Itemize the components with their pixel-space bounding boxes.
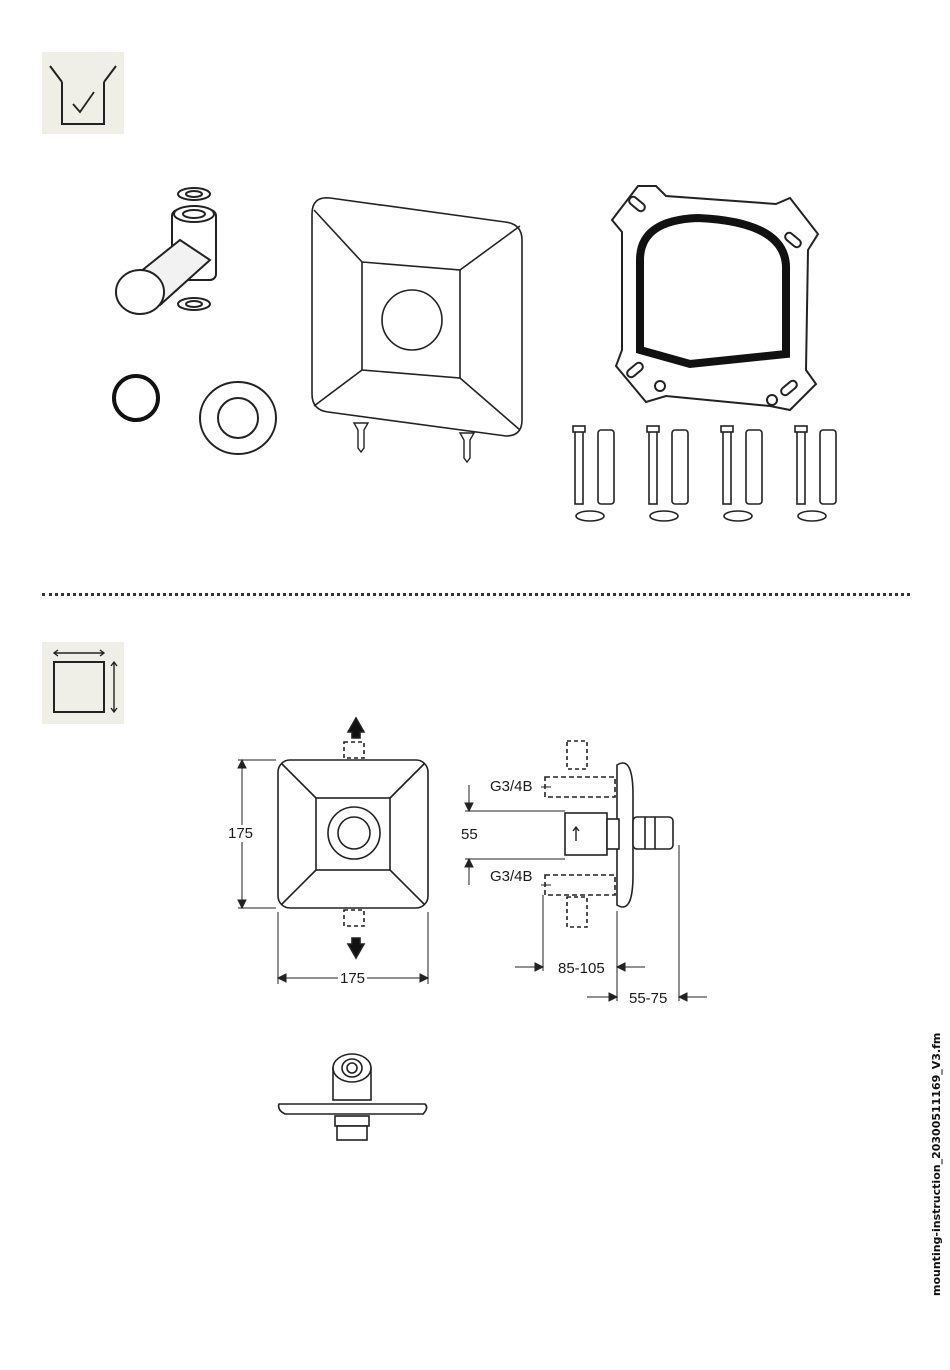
arrow-up-icon	[348, 718, 364, 738]
side-spacing-label: 55	[461, 826, 478, 843]
top-view-drawing	[275, 1048, 435, 1143]
thread-top-label: G3/4B	[490, 778, 533, 795]
front-width-label: 175	[338, 970, 367, 987]
front-height-label: 175	[226, 825, 255, 842]
o-ring	[114, 376, 158, 420]
scope-of-delivery-icon-box	[42, 52, 124, 134]
bolts-and-sleeves	[573, 426, 836, 521]
wall-depth-label: 85-105	[556, 960, 607, 977]
mounting-frame	[612, 186, 818, 410]
cover-plate	[312, 198, 522, 436]
thread-bottom-label: G3/4B	[490, 868, 533, 885]
parts-illustration	[100, 180, 860, 530]
section-divider	[42, 593, 910, 596]
dimensions-icon	[42, 642, 124, 724]
footer-filename: mounting-instruction_20300511169_V3.fm	[930, 1033, 943, 1296]
valve-body	[116, 188, 216, 314]
front-view-drawing	[220, 712, 450, 1002]
dimensions-icon-box	[42, 642, 124, 724]
checkbox-delivery-icon	[42, 52, 124, 134]
rosette	[200, 382, 276, 454]
arrow-up-icon	[348, 938, 364, 958]
projection-label: 55-75	[627, 990, 669, 1007]
